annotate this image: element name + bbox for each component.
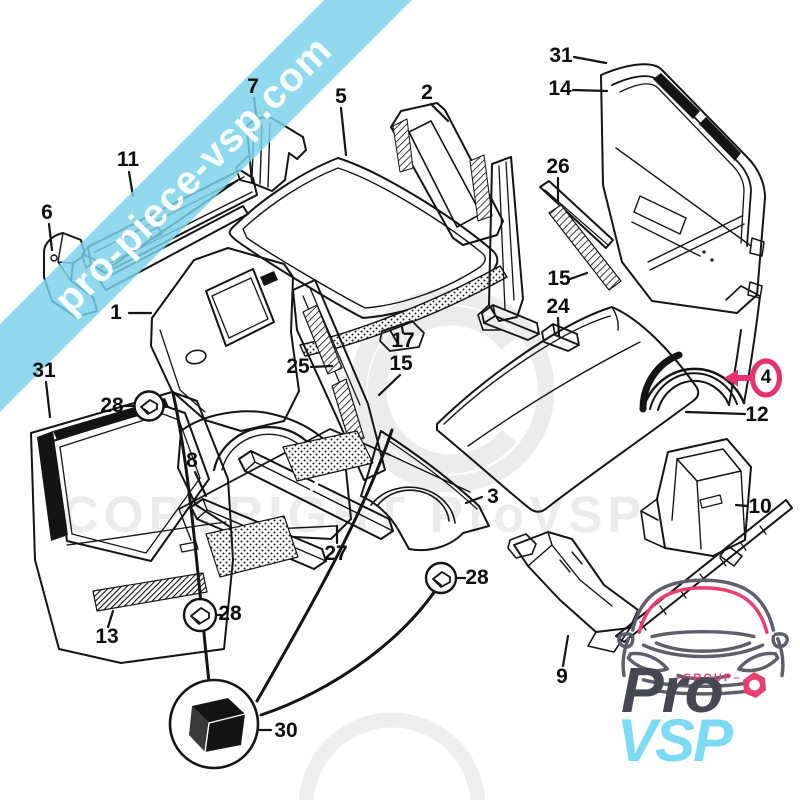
part-28-clip-a [133,390,165,422]
windshield-outline-icon [637,586,769,634]
part-25-strip [302,304,343,375]
part-15-strip-right [548,204,622,291]
clip-location-curves [171,391,451,717]
part-1-quarter-assembly [150,247,386,540]
highlight-arrow-icon [724,369,738,387]
logo-group-label: –GROUP– [674,672,742,684]
highlight-arrow-shaft [738,375,753,381]
part-2-rear-frame [379,102,504,352]
copyright-watermark: COPYRIGHT ProVSP [62,287,641,800]
logo-vsp-text: VSP [617,707,733,774]
part-26-molding-strip [539,180,614,249]
hex-nut-icon [743,672,766,698]
highlight-callout [724,358,783,398]
car-outline-icon [617,578,789,696]
part-15-strip-mid [331,378,365,445]
part-8-floor-assembly [178,428,537,578]
part-30-clip [168,678,260,770]
copyright-circle-partial-icon [298,712,486,800]
part-12-bonnet-panel [436,306,700,513]
part-10-box-bracket [640,438,752,557]
part-28-clip-b [182,597,218,633]
part-28-clip-c [424,561,458,595]
copyright-c-icon [367,306,517,474]
highlight-ring-icon [749,358,783,398]
part-9-channel-bracket [513,531,639,653]
part-24-sill-strips [481,304,580,352]
provsp-logo: –GROUP– Pro VSP [603,568,800,800]
part-4-wheel-arch [639,285,761,413]
part-17-drip-rail [299,265,508,357]
part-14-rear-door [600,63,766,314]
part-b-pillar [477,156,524,331]
logo-pro-text: Pro [621,654,724,726]
